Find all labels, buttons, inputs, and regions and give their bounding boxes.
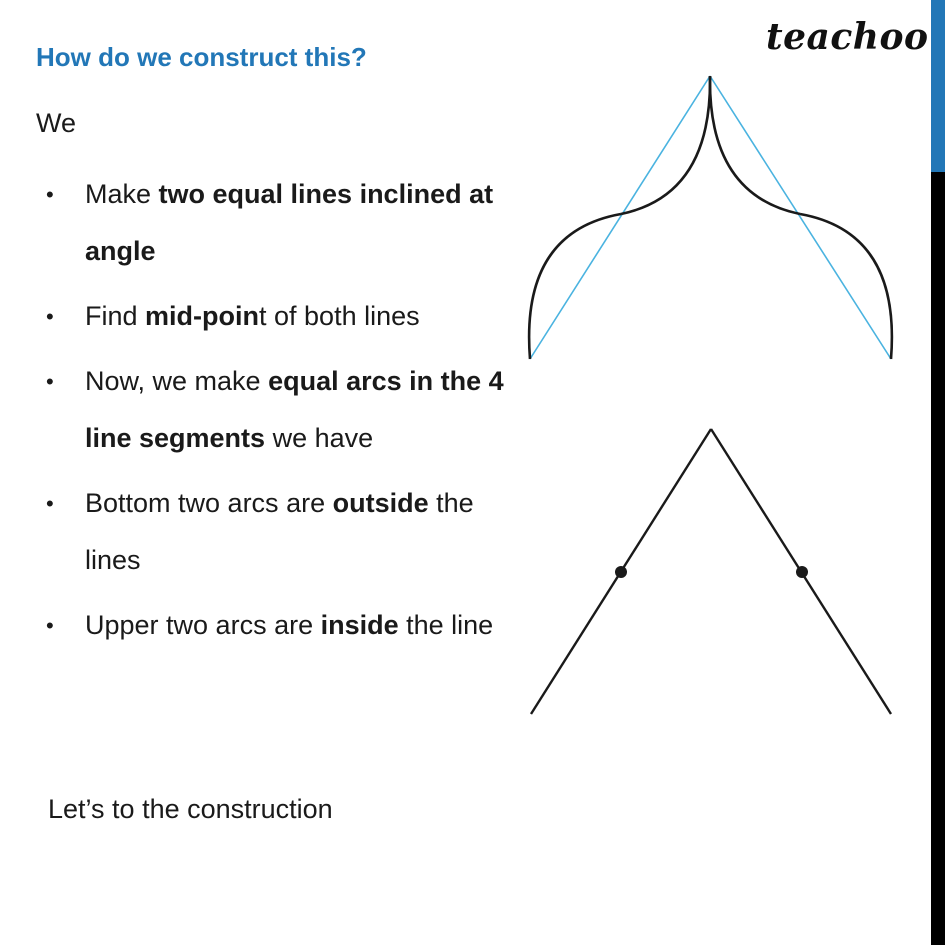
bullet-icon: • (46, 369, 54, 394)
plain-text: t of both lines (259, 301, 420, 331)
bullet-icon: • (46, 613, 54, 638)
page-title: How do we construct this? (36, 42, 367, 72)
steps-list: •Make two equal lines inclined at angle … (46, 166, 506, 662)
bold-text: mid-poin (145, 301, 260, 331)
plain-text: Now, we make (85, 366, 269, 396)
list-item-text: Make two equal lines inclined at angle (85, 179, 493, 266)
list-item-text: Bottom two arcs are outside the lines (85, 488, 474, 575)
slide-edge-bar (931, 0, 945, 945)
list-item: • Find mid-point of both lines (46, 288, 506, 345)
list-item-text: Find mid-point of both lines (85, 301, 420, 331)
bold-text: two equal lines inclined at angle (85, 179, 494, 266)
bold-text: equal arcs in the 4 line segments (85, 366, 504, 453)
guide-line-right (709, 75, 892, 360)
plain-text: the line (398, 610, 494, 640)
plain-text: Find (85, 301, 146, 331)
closing-text: Let’s to the construction (48, 794, 333, 824)
lower-right-arc (799, 212, 894, 360)
bold-text: inside (320, 610, 399, 640)
list-item: • Make two equal lines inclined at angle (46, 166, 506, 280)
intro-text: We (36, 108, 77, 138)
list-item-text: Upper two arcs are inside the line (85, 610, 493, 640)
arc-figure (527, 75, 894, 360)
midpoint-left (615, 566, 627, 578)
teachoo-logo: teachoo (766, 16, 929, 58)
guide-line-left (529, 75, 711, 360)
lower-left-arc (527, 212, 622, 360)
slide-edge-accent (931, 0, 945, 172)
bullet-icon: • (46, 182, 54, 207)
upper-right-arc (708, 75, 801, 216)
plain-text: Upper two arcs are (85, 610, 321, 640)
midpoint-right (796, 566, 808, 578)
plain-text: Bottom two arcs are (85, 488, 333, 518)
bullet-icon: • (46, 491, 54, 516)
plain-text: the lines (85, 488, 474, 575)
list-item: • Upper two arcs are inside the line (46, 597, 506, 654)
angle-figure (529, 428, 893, 715)
list-item: • Now, we make equal arcs in the 4 line s… (46, 353, 506, 467)
bullet-icon: • (46, 304, 54, 329)
list-item: • Bottom two arcs are outside the lines (46, 475, 506, 589)
bold-text: outside (332, 488, 429, 518)
plain-text: Make (85, 179, 159, 209)
list-item-text: Now, we make equal arcs in the 4 line se… (85, 366, 504, 453)
upper-left-arc (620, 75, 712, 216)
plain-text: we have (265, 423, 374, 453)
